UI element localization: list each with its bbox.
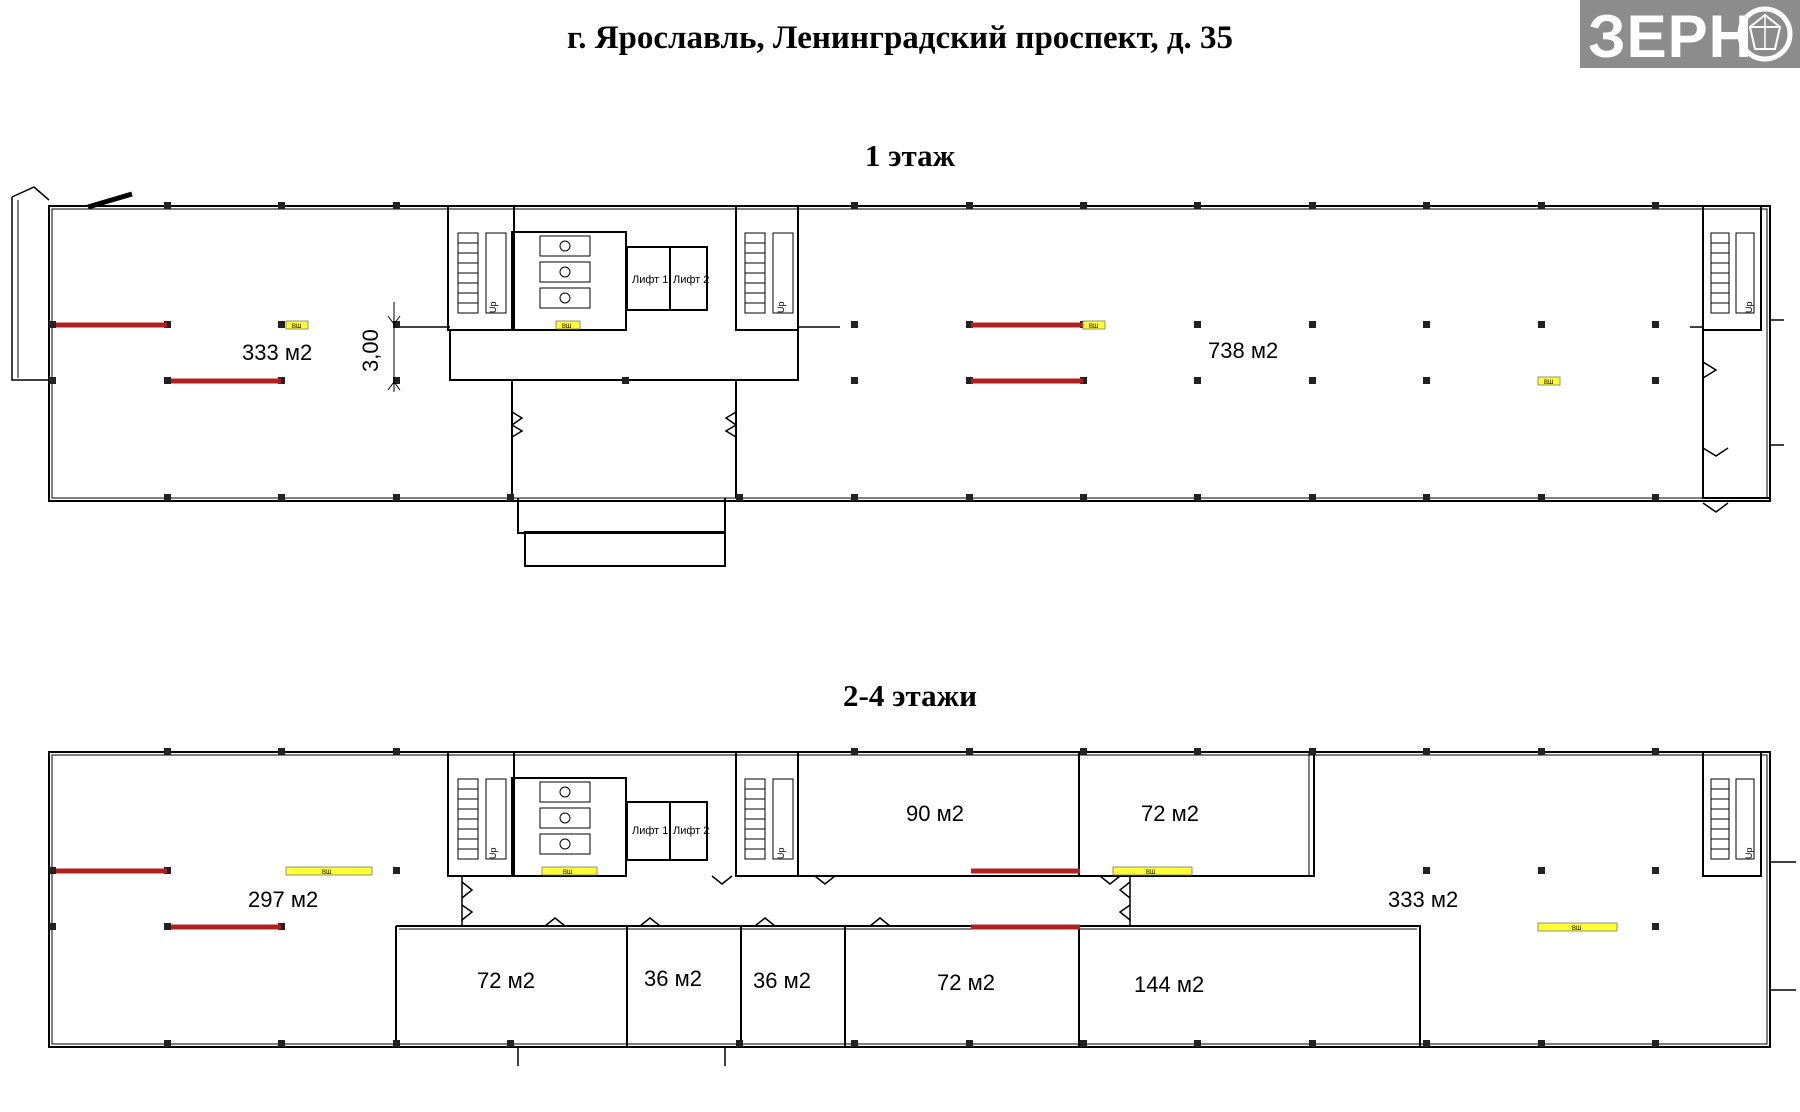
area-label-south-3: 36 м2 bbox=[753, 968, 811, 993]
entrance-ramp bbox=[87, 191, 133, 210]
stair-up-label-2: Up bbox=[776, 847, 786, 859]
door-swings bbox=[461, 875, 1131, 927]
wc-block bbox=[511, 777, 627, 877]
floor-1-title: 1 этаж bbox=[864, 138, 956, 173]
outer-wall bbox=[48, 751, 1771, 1048]
lift-2 bbox=[669, 801, 708, 861]
shaft-label: ВШ bbox=[1572, 926, 1582, 932]
dimension-line bbox=[387, 302, 401, 392]
stair-flight-2 bbox=[744, 232, 794, 314]
ventilation-shafts bbox=[285, 320, 1561, 386]
logo-text: ЗЕРН bbox=[1588, 3, 1753, 70]
area-label-south-2: 36 м2 bbox=[644, 966, 702, 991]
lift-2 bbox=[669, 246, 708, 311]
floor-2-4-title: 2-4 этажи bbox=[843, 678, 977, 713]
shaft-label: ВШ bbox=[562, 324, 572, 330]
stair-up-label-1: Up bbox=[488, 847, 498, 859]
wc-block bbox=[511, 231, 627, 331]
stair-up-label-3: Up bbox=[1744, 301, 1754, 313]
outer-wall bbox=[48, 205, 1771, 502]
door-swings bbox=[510, 361, 1729, 513]
dimension-label: 3,00 bbox=[358, 329, 383, 372]
area-label-east: 333 м2 bbox=[1388, 887, 1458, 912]
page-title: г. Ярославль, Ленинградский проспект, д.… bbox=[566, 20, 1234, 56]
lift-2-label: Лифт 2 bbox=[673, 825, 709, 837]
beams bbox=[56, 322, 1083, 384]
shaft-label: ВШ bbox=[1544, 380, 1554, 386]
shaft-label: ВШ bbox=[563, 870, 573, 876]
shaft-label: ВШ bbox=[1146, 870, 1156, 876]
stair-core-2 bbox=[735, 205, 799, 331]
shaft-label: ВШ bbox=[1089, 324, 1099, 330]
lift-2-label: Лифт 2 bbox=[673, 274, 709, 286]
stair-core-3 bbox=[1702, 751, 1762, 877]
lift-1-label: Лифт 1 bbox=[632, 274, 668, 286]
floor-2-4-plan: Up Up Up Лифт 1 Лифт 2 ВШ ВШ ВШ ВШ 297 м… bbox=[48, 748, 1796, 1066]
office-north-2 bbox=[1078, 752, 1315, 877]
stair-flights bbox=[457, 778, 1755, 860]
stair-core-3 bbox=[1702, 205, 1762, 331]
office-south-row bbox=[395, 925, 1421, 1047]
area-label-south-1: 72 м2 bbox=[477, 968, 535, 993]
wc-fixtures bbox=[539, 235, 591, 309]
area-label-west: 297 м2 bbox=[248, 887, 318, 912]
stair-up-label-1: Up bbox=[488, 301, 498, 313]
logo: ЗЕРН bbox=[1580, 0, 1800, 70]
shaft-label: ВШ bbox=[322, 870, 332, 876]
area-label-east: 738 м2 bbox=[1208, 338, 1278, 363]
gem-icon bbox=[1737, 6, 1793, 62]
stair-up-label-2: Up bbox=[776, 301, 786, 313]
stair-up-label-3: Up bbox=[1744, 847, 1754, 859]
floor-1-plan: Up Up Up Лифт 1 Лифт 2 ВШ ВШ ВШ ВШ 3,00 … bbox=[11, 186, 1784, 567]
stair-flight-1 bbox=[457, 232, 507, 314]
stair-core-1 bbox=[447, 205, 515, 331]
shaft-label: ВШ bbox=[292, 324, 302, 330]
ventilation-shafts bbox=[285, 866, 1618, 932]
lift-1-label: Лифт 1 bbox=[632, 825, 668, 837]
area-label-north-2: 72 м2 bbox=[1141, 801, 1199, 826]
area-label-north-1: 90 м2 bbox=[906, 801, 964, 826]
wc-fixtures bbox=[539, 781, 591, 855]
beams bbox=[56, 868, 1080, 930]
stair-flight-3 bbox=[1710, 232, 1755, 314]
area-label-west: 333 м2 bbox=[242, 340, 312, 365]
area-label-south-4: 72 м2 bbox=[937, 970, 995, 995]
area-label-south-5: 144 м2 bbox=[1134, 972, 1204, 997]
stair-core-1 bbox=[447, 751, 515, 877]
